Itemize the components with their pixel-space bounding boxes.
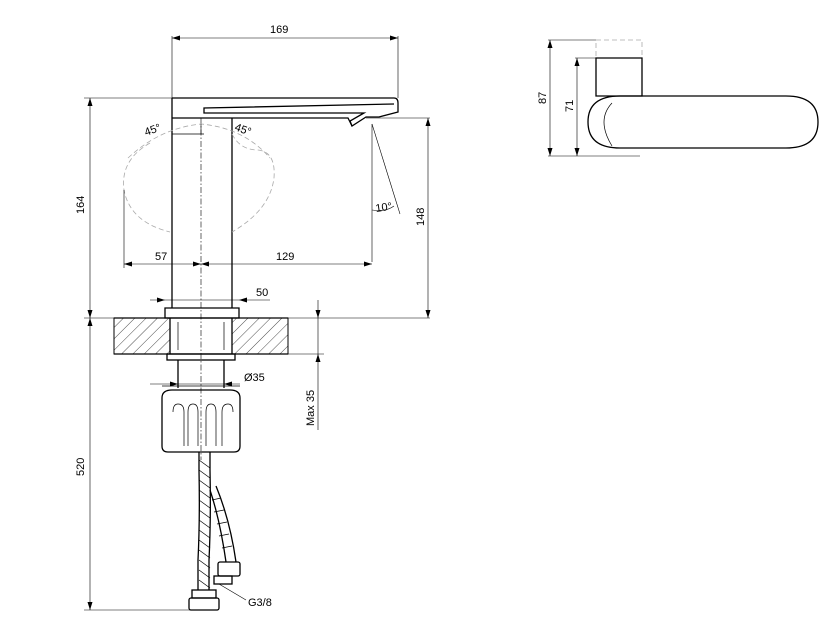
top-view-inner-label: 71 [564,100,576,112]
lever-rotation-phantoms [123,123,275,233]
dimension-labels: 169 164 148 45° 45° 10° 57 129 50 Ø35 Ma… [75,24,576,609]
mounting-nut [161,385,241,453]
dimension-lines [84,35,431,611]
max-deck-thickness-label: Max 35 [305,390,317,426]
thread-size-label: G3/8 [248,597,272,609]
shank-diameter-label: Ø35 [244,372,265,384]
spray-angle-label: 10° [375,201,393,215]
left-angle-label: 45° [143,122,163,139]
base-width-label: 50 [256,287,268,299]
countertop-section [113,317,289,460]
spout-length-label: 169 [270,24,288,36]
faucet-side-view [164,97,399,328]
flexible-hoses [188,452,241,611]
top-view-outer-label: 87 [537,92,549,104]
spout-height-label: 148 [415,208,427,226]
lever-right-reach-label: 129 [276,251,294,263]
right-angle-label: 45° [233,122,253,139]
hose-length-label: 520 [75,458,87,476]
faucet-top-view [547,39,819,157]
total-height-label: 164 [75,196,87,214]
lever-left-reach-label: 57 [155,251,167,263]
